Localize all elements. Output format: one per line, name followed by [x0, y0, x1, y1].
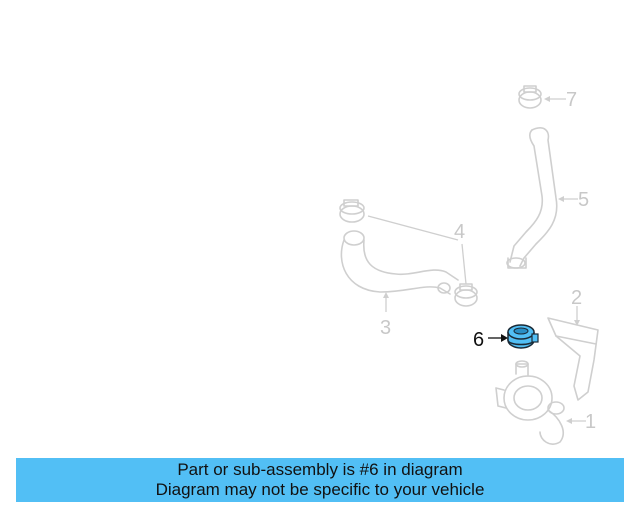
part-1-pump[interactable]: [495, 360, 565, 445]
callout-4[interactable]: 4: [454, 221, 465, 243]
leader-5-arrowhead: [558, 196, 564, 202]
callout-1[interactable]: 1: [585, 411, 596, 433]
banner-line-part-number: Part or sub-assembly is #6 in diagram: [177, 460, 463, 479]
leader-7-arrowhead: [544, 96, 550, 102]
leader-3-arrowhead: [383, 292, 389, 298]
part-5-hose[interactable]: [506, 127, 558, 269]
part-3-hose[interactable]: [340, 230, 459, 295]
callout-6[interactable]: 6: [473, 329, 484, 351]
part-6-clamp-highlighted[interactable]: [507, 324, 539, 349]
callout-3[interactable]: 3: [380, 317, 391, 339]
leader-4a: [367, 215, 459, 241]
part-4-clamp-lower[interactable]: [454, 283, 478, 307]
banner-line-disclaimer: Diagram may not be specific to your vehi…: [155, 480, 485, 499]
leader-2-arrowhead: [574, 320, 580, 326]
part-2-bracket[interactable]: [547, 317, 599, 401]
info-banner: Part or sub-assembly is #6 in diagram Di…: [16, 458, 624, 502]
callout-5[interactable]: 5: [578, 189, 589, 211]
part-7-clamp[interactable]: [518, 85, 542, 109]
callout-7[interactable]: 7: [566, 89, 577, 111]
part-4-clamp-upper[interactable]: [339, 199, 365, 223]
leader-6-arrowhead: [501, 334, 508, 342]
leader-4b: [461, 243, 467, 285]
callout-2[interactable]: 2: [571, 287, 582, 309]
leader-1-arrowhead: [566, 418, 572, 424]
